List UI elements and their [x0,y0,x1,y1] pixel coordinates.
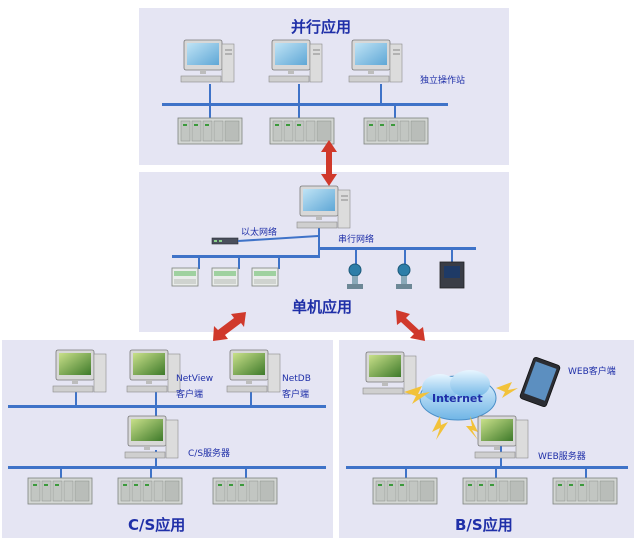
parallel-workstation-1 [180,39,235,83]
cs-controller-1 [27,477,93,505]
netview-client [126,349,181,393]
bs-controller-3 [552,477,618,505]
bs-controller-1 [372,477,438,505]
parallel-bus [162,103,448,106]
serial-meter [439,261,465,289]
workstation-label: 独立操作站 [420,76,466,86]
netdb-label: NetDB [282,374,311,384]
netdb-client [226,349,281,393]
cs-title: C/S应用 [128,516,186,534]
ethernet-io-module-1 [171,267,199,287]
single-title: 单机应用 [292,298,353,316]
web-server-label: WEB服务器 [538,452,586,462]
ethernet-bus [172,255,318,258]
netdb-client-label: 客户端 [282,390,310,400]
parallel-workstation-3 [348,39,403,83]
arrow-single-cs [213,312,246,341]
parallel-controller-1 [177,117,243,145]
bs-client-pc [362,351,417,395]
web-client-tablet-icon [519,356,561,408]
parallel-controller-3 [363,117,429,145]
arrow-parallel-single [321,140,337,186]
bs-title: B/S应用 [455,516,513,534]
ethernet-switch [211,235,319,245]
serial-transmitter-1 [346,263,364,290]
bs-controller-bus [346,466,628,469]
serial-transmitter-2 [395,263,413,290]
ethernet-label: 以太网络 [241,228,278,238]
serial-label: 串行网络 [338,235,375,245]
cs-server [124,415,179,459]
ethernet-io-module-2 [211,267,239,287]
ethernet-io-module-3 [251,267,279,287]
cs-controller-2 [117,477,183,505]
netview-client-label: 客户端 [176,390,204,400]
arrow-single-bs [396,310,425,341]
netview-label: NetView [176,374,214,384]
serial-bus [320,247,476,250]
web-server [474,415,529,459]
cs-client-bus [8,405,326,408]
bs-controller-2 [462,477,528,505]
internet-label: Internet [432,392,483,405]
cs-controller-3 [212,477,278,505]
web-client-label: WEB客户端 [568,367,616,377]
cs-server-label: C/S服务器 [188,449,231,459]
single-workstation [296,185,351,229]
parallel-workstation-2 [268,39,323,83]
parallel-controller-2 [269,117,335,145]
parallel-title: 并行应用 [291,18,352,36]
cs-controller-bus [8,466,326,469]
cs-client-1 [52,349,107,393]
lightning-icon [404,386,430,404]
